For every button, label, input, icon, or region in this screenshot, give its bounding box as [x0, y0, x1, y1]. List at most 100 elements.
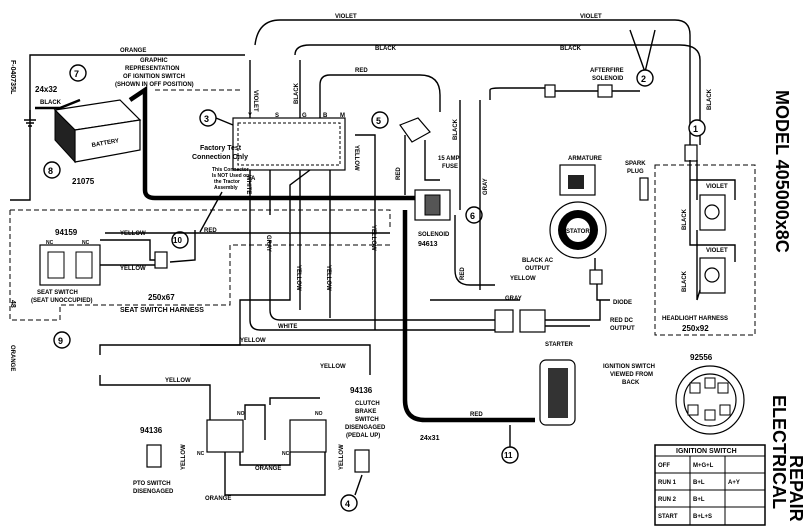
wire-label-orange-top: ORANGE [120, 48, 146, 54]
svg-text:RED DC: RED DC [610, 318, 634, 324]
model-title: MODEL 405000x8C [772, 90, 792, 253]
headlight-connector [684, 144, 698, 162]
svg-text:4: 4 [345, 499, 350, 509]
wire-red-upper [319, 74, 441, 118]
ignition-table-title: IGNITION SWITCH [676, 448, 737, 455]
wire-label-black-3: BLACK [707, 88, 713, 110]
callout-7 [69, 64, 87, 82]
svg-text:ORANGE: ORANGE [255, 466, 281, 472]
ignition-table [654, 444, 766, 526]
ignition-table-contacts: B+L+S [693, 514, 712, 520]
afterfire-solenoid [597, 84, 613, 98]
ignition-table-position: RUN 2 [658, 497, 677, 503]
svg-text:AFTERFIRE: AFTERFIRE [590, 68, 624, 74]
svg-text:BLACK: BLACK [453, 118, 459, 140]
wire-white [249, 170, 495, 331]
callout-2-leader [629, 29, 656, 75]
svg-text:10: 10 [173, 236, 182, 245]
svg-text:PLUG: PLUG [627, 169, 644, 175]
svg-text:94136: 94136 [140, 426, 163, 435]
svg-text:OUTPUT: OUTPUT [610, 326, 635, 332]
svg-text:NC: NC [282, 451, 290, 457]
svg-text:YELLOW: YELLOW [353, 145, 359, 171]
page-color-tab: ORANGE [9, 345, 15, 371]
svg-text:BLACK: BLACK [294, 82, 300, 104]
svg-text:3: 3 [204, 114, 209, 124]
svg-text:250x92: 250x92 [682, 324, 709, 333]
svg-text:DIODE: DIODE [613, 300, 632, 306]
wire-label-violet-1: VIOLET [335, 14, 357, 20]
svg-text:2: 2 [641, 74, 646, 84]
svg-text:PTO SWITCH: PTO SWITCH [133, 481, 171, 487]
svg-text:DISENGAGED: DISENGAGED [345, 425, 386, 431]
svg-text:Connection Only: Connection Only [192, 154, 248, 161]
svg-text:94159: 94159 [55, 228, 78, 237]
svg-text:RED: RED [396, 167, 402, 180]
svg-text:RED: RED [204, 228, 217, 234]
svg-text:92556: 92556 [690, 353, 713, 362]
svg-text:the Tractor: the Tractor [214, 179, 240, 185]
svg-text:RED: RED [470, 412, 483, 418]
ignition-table-contacts: B+L [693, 480, 705, 486]
svg-text:(PEDAL UP): (PEDAL UP) [346, 433, 380, 439]
svg-text:YELLOW: YELLOW [120, 231, 146, 237]
svg-text:BLACK: BLACK [682, 270, 688, 292]
cable-battery-positive [128, 85, 420, 201]
callout-6 [465, 206, 483, 224]
spark-plug [639, 177, 649, 201]
wire-label-black-1: BLACK [375, 46, 397, 52]
svg-text:STATOR: STATOR [566, 229, 590, 235]
svg-text:VIEWED FROM: VIEWED FROM [610, 372, 653, 378]
svg-text:SEAT SWITCH HARNESS: SEAT SWITCH HARNESS [120, 307, 204, 314]
clutch-switch-body [289, 419, 327, 453]
pto-switch-icon [146, 444, 162, 468]
seat-connector [154, 251, 168, 269]
svg-text:94613: 94613 [418, 241, 438, 248]
ignition-switch-graphic [232, 117, 346, 171]
wire-violet-top [254, 19, 691, 145]
ignition-table-position: START [658, 514, 678, 520]
svg-text:BLACK: BLACK [682, 208, 688, 230]
svg-text:11: 11 [504, 451, 513, 460]
svg-text:WHITE: WHITE [278, 324, 297, 330]
svg-text:(SHOWN IN OFF POSITION): (SHOWN IN OFF POSITION) [115, 82, 194, 88]
svg-text:This Connector: This Connector [212, 167, 249, 173]
engine-connector-a [494, 309, 514, 333]
ignition-table-position: OFF [658, 463, 670, 469]
wire-label-violet-2: VIOLET [580, 14, 602, 20]
svg-text:NC: NC [82, 240, 90, 246]
svg-text:YELLOW: YELLOW [120, 266, 146, 272]
svg-text:BACK: BACK [622, 380, 640, 386]
battery-label: BATTERY [91, 138, 119, 149]
svg-text:NO: NO [237, 411, 245, 417]
svg-text:STARTER: STARTER [545, 342, 574, 348]
term-g: G [302, 113, 307, 119]
svg-text:250x67: 250x67 [148, 293, 175, 302]
svg-text:RED: RED [355, 68, 368, 74]
page-number: 48 [9, 300, 16, 308]
ignition-table-position: RUN 1 [658, 480, 677, 486]
svg-text:24x31: 24x31 [420, 435, 440, 442]
svg-text:GRAY: GRAY [483, 178, 489, 195]
svg-text:ARMATURE: ARMATURE [568, 156, 602, 162]
svg-text:VIOLET: VIOLET [252, 90, 258, 112]
svg-text:CLUTCH: CLUTCH [355, 401, 380, 407]
svg-text:SWITCH: SWITCH [355, 417, 379, 423]
svg-text:NO: NO [315, 411, 323, 417]
svg-text:94136: 94136 [350, 386, 373, 395]
battery-cable: 24x32 [35, 85, 58, 94]
svg-text:VIOLET: VIOLET [706, 248, 728, 254]
svg-text:GRAY: GRAY [265, 235, 271, 252]
term-m: M [340, 113, 345, 119]
svg-text:SOLENOID: SOLENOID [418, 232, 450, 238]
clutch-switch-icon [354, 449, 370, 473]
cable-starter [402, 210, 535, 423]
svg-text:GRAPHIC: GRAPHIC [140, 58, 168, 64]
ignition-table-contacts: M+G+L [693, 463, 714, 469]
svg-text:SPARK: SPARK [625, 161, 646, 167]
section-electrical: ELECTRICAL [769, 395, 789, 509]
svg-text:GRAY: GRAY [505, 296, 522, 302]
svg-text:YELLOW: YELLOW [181, 444, 187, 470]
svg-text:YELLOW: YELLOW [339, 444, 345, 470]
